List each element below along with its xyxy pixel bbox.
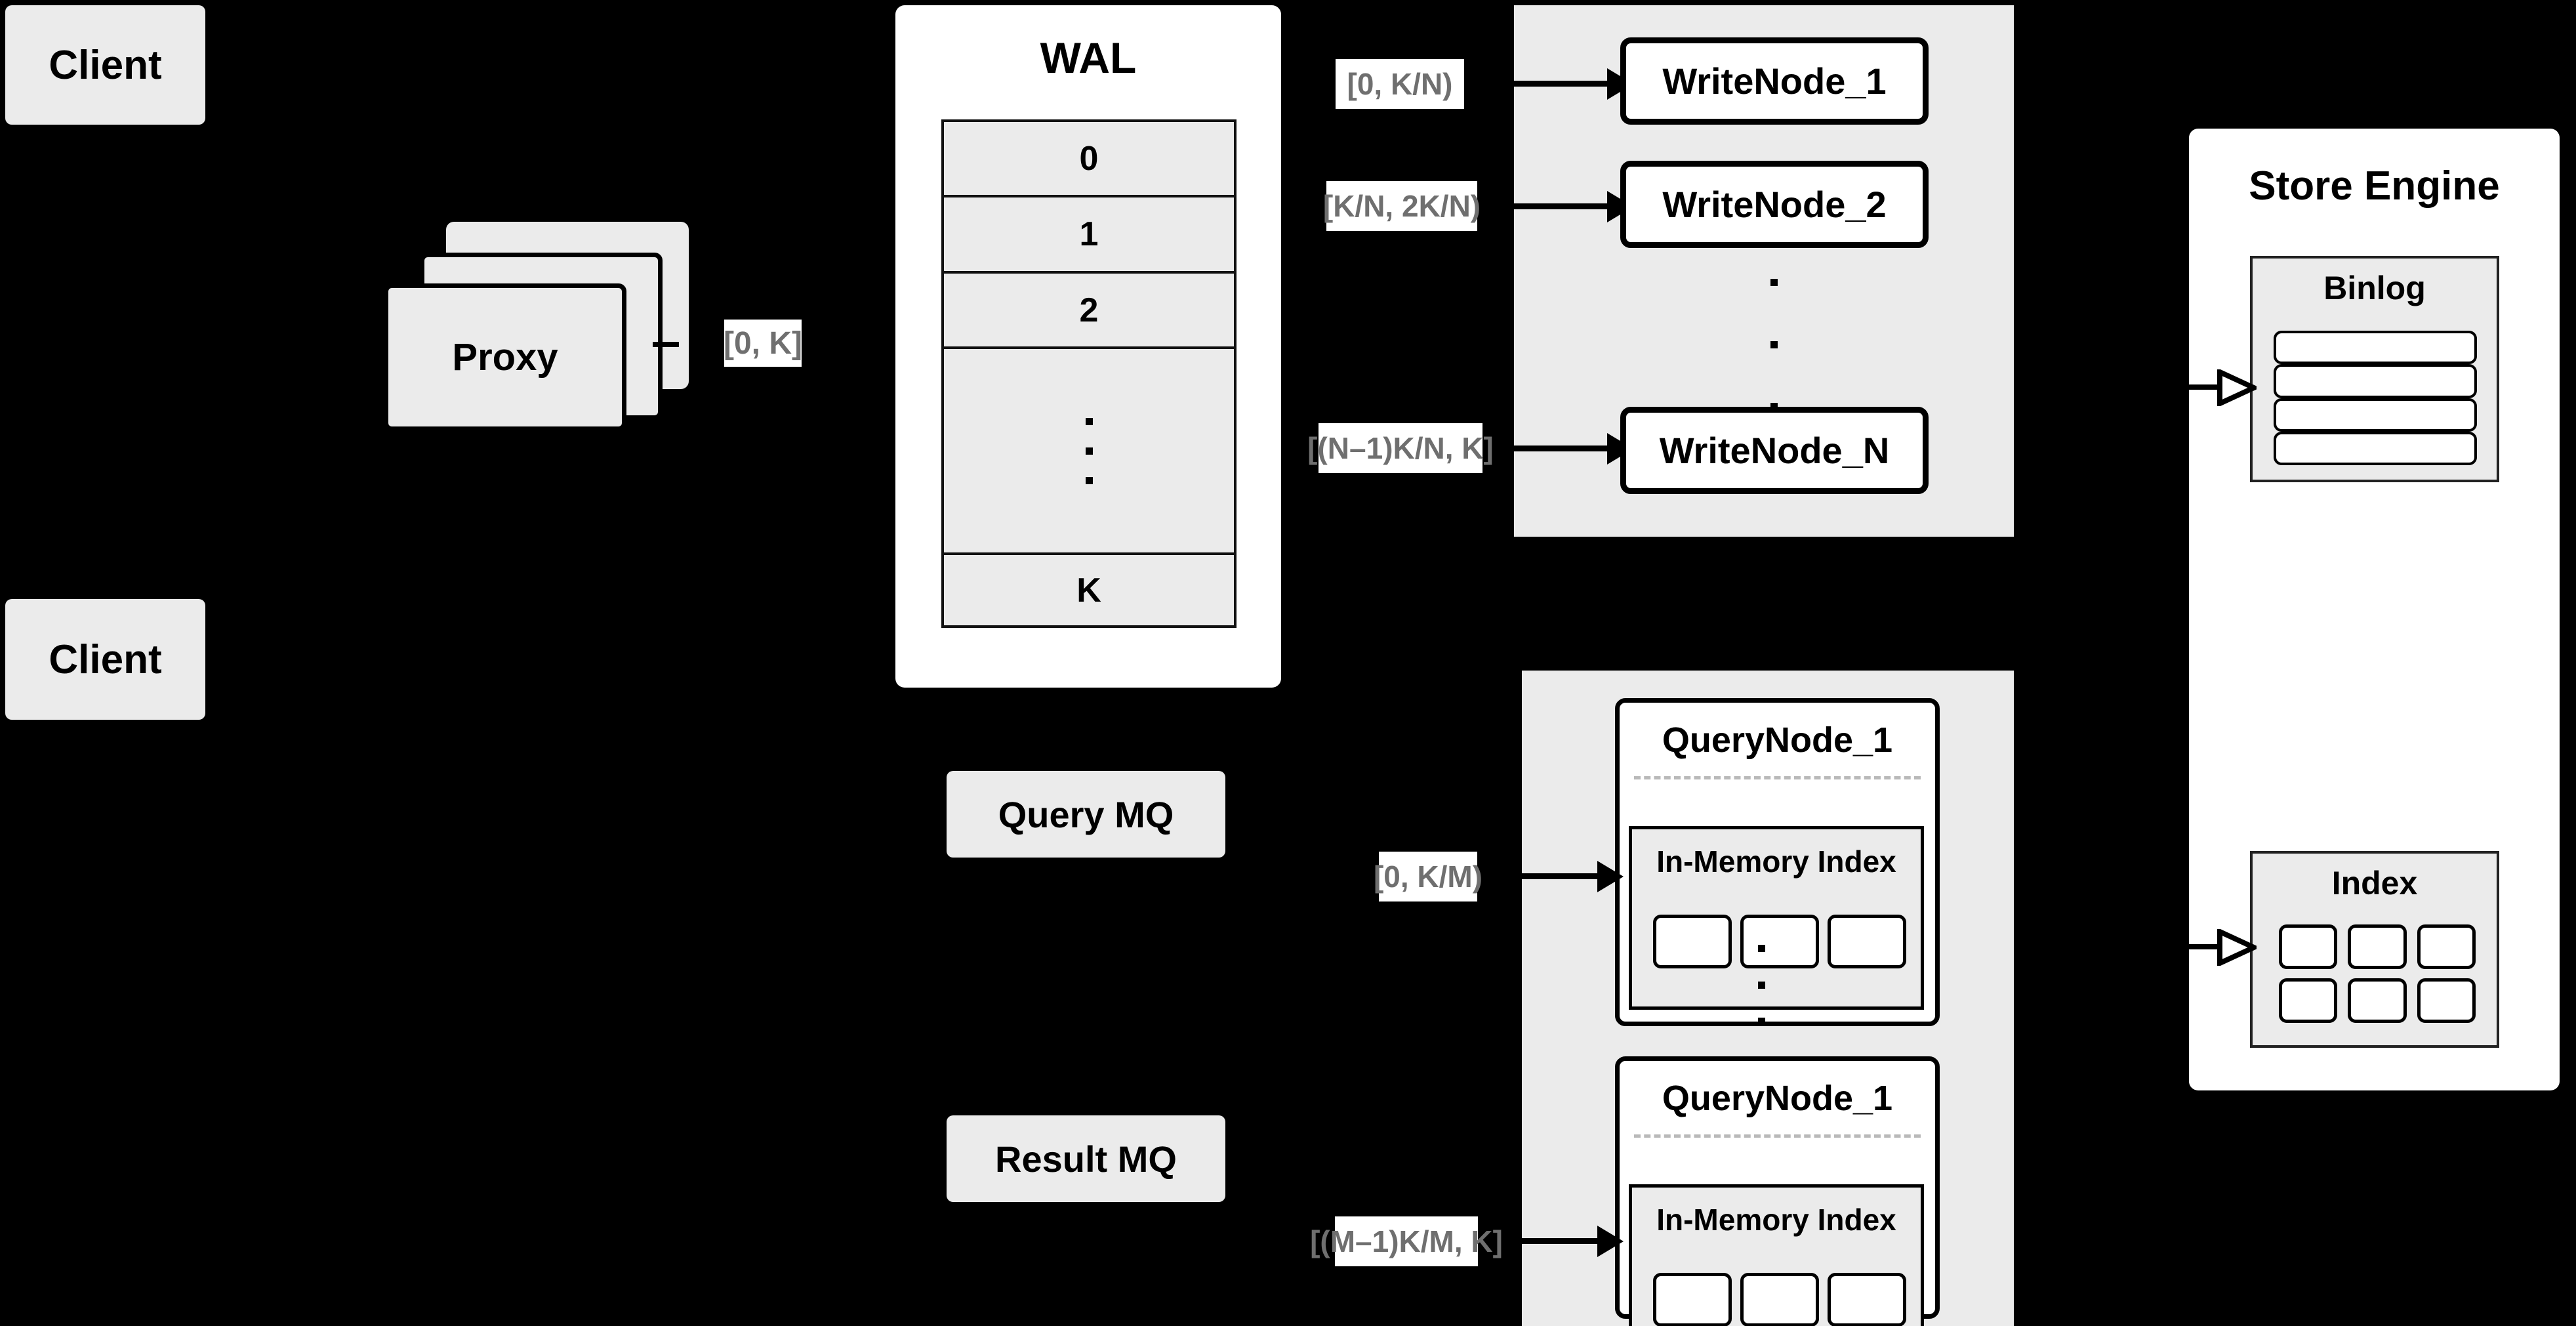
tag-write-node-2: [K/N, 2K/N) [1323,181,1481,231]
wal-row[interactable]: K [944,555,1234,625]
tag-write-node-1-text: [0, K/N) [1347,67,1453,101]
arrow-line-write-2 [1505,203,1610,209]
ellipsis-dot [1770,279,1778,286]
arrow-head-query-1 [1597,861,1624,892]
index-cell[interactable] [2279,978,2338,1023]
query-node-1[interactable]: QueryNode_1 In-Memory Index [1615,698,1940,1026]
binlog-row[interactable] [2274,364,2477,398]
write-cluster-ellipsis [1769,279,1778,410]
proxy-connector-stub [653,342,679,347]
query-node-m-title: QueryNode_1 [1662,1079,1893,1118]
result-mq-node[interactable]: Result MQ [947,1115,1225,1202]
query-node-m-inmemory-index: In-Memory Index [1629,1184,1924,1326]
proxy-card-front[interactable]: Proxy [384,283,626,431]
store-engine-title: Store Engine [2249,163,2500,209]
index-title: Index [2331,865,2418,901]
index-cell[interactable] [2417,978,2476,1023]
ellipsis-dot [1085,476,1093,484]
index-panel: Index [2250,851,2499,1048]
ellipsis-dot [1757,945,1765,952]
wal-row[interactable]: 0 [944,122,1234,198]
proxy-label: Proxy [452,336,558,379]
arrow-head-query-m [1597,1226,1624,1257]
ellipsis-dot [1757,1018,1765,1025]
index-cell[interactable] [2279,924,2338,969]
ellipsis-dot [1085,447,1093,455]
client-node-top[interactable]: Client [5,5,205,125]
arrow-line-write-n [1505,445,1610,451]
index-cell[interactable] [1828,1273,1906,1326]
index-cell[interactable] [1740,1273,1819,1326]
ellipsis-dot [1085,417,1093,425]
binlog-title: Binlog [2323,270,2426,306]
tag-proxy-to-wal: [0, K] [724,320,802,367]
index-cell[interactable] [1653,1273,1732,1326]
arrow-line-index [2178,944,2220,949]
wal-row-label: 0 [1079,139,1099,178]
query-node-m-separator [1634,1134,1921,1138]
arrow-line-write-1 [1505,81,1610,87]
write-node-n-label: WriteNode_N [1659,430,1890,471]
result-mq-label: Result MQ [995,1138,1177,1180]
query-node-1-title: QueryNode_1 [1662,720,1893,760]
tag-query-node-1-text: [0, K/M) [1373,860,1483,894]
tag-query-node-m-text: [(M–1)K/M, K] [1310,1224,1503,1258]
wal-row-label: 1 [1079,215,1099,254]
tag-proxy-to-wal-text: [0, K] [724,325,802,361]
wal-row-label: 2 [1079,291,1099,329]
query-node-m-index-title: In-Memory Index [1656,1203,1896,1237]
wal-title: WAL [1040,33,1137,82]
index-cell[interactable] [1828,915,1906,968]
index-cell[interactable] [1740,915,1819,968]
tag-query-node-1: [0, K/M) [1374,852,1482,901]
query-cluster-ellipsis [1757,945,1766,1025]
ellipsis-dot [1770,341,1778,348]
index-cell[interactable] [2348,924,2407,969]
tag-write-node-1: [0, K/N) [1336,59,1464,109]
query-node-1-index-cells [1653,915,1906,968]
wal-row[interactable]: 1 [944,197,1234,274]
arrow-line-query-1 [1509,873,1601,879]
arrow-head-hollow-index-icon [2217,929,2257,966]
tag-write-node-n-text: [(N–1)K/N, K] [1307,431,1494,465]
write-node-n[interactable]: WriteNode_N [1620,407,1929,494]
query-node-1-separator [1634,776,1921,779]
wal-row[interactable]: 2 [944,274,1234,350]
wal-segment-table: 0 1 2 K [941,119,1237,628]
client-top-label: Client [49,42,162,88]
query-node-1-inmemory-index: In-Memory Index [1629,826,1924,1010]
binlog-row[interactable] [2274,331,2477,365]
index-grid [2279,924,2476,1023]
query-node-1-index-title: In-Memory Index [1656,844,1896,879]
tag-write-node-n: [(N–1)K/N, K] [1307,423,1494,473]
index-cell[interactable] [2417,924,2476,969]
arrow-head-hollow-binlog-icon [2217,369,2257,406]
binlog-panel: Binlog [2250,256,2499,482]
index-cell[interactable] [1653,915,1732,968]
tag-write-node-2-text: [K/N, 2K/N) [1322,189,1481,223]
binlog-row[interactable] [2274,398,2477,432]
write-node-2-label: WriteNode_2 [1662,184,1887,225]
wal-row-label: K [1076,571,1101,610]
arrow-line-query-m [1509,1238,1601,1244]
query-mq-node[interactable]: Query MQ [947,771,1225,858]
write-node-1[interactable]: WriteNode_1 [1620,37,1929,125]
query-node-m[interactable]: QueryNode_1 In-Memory Index [1615,1056,1940,1326]
binlog-row[interactable] [2274,431,2477,465]
query-mq-label: Query MQ [998,793,1174,835]
wal-row-ellipsis [944,349,1234,556]
binlog-rows [2274,331,2477,465]
write-node-1-label: WriteNode_1 [1662,60,1887,102]
arrow-line-binlog [2178,384,2220,390]
ellipsis-dot [1770,403,1778,410]
query-node-m-index-cells [1653,1273,1906,1326]
ellipsis-dot [1757,981,1765,989]
write-node-2[interactable]: WriteNode_2 [1620,161,1929,248]
client-bottom-label: Client [49,636,162,682]
index-cell[interactable] [2348,978,2407,1023]
tag-query-node-m: [(M–1)K/M, K] [1310,1216,1503,1266]
client-node-bottom[interactable]: Client [5,599,205,720]
